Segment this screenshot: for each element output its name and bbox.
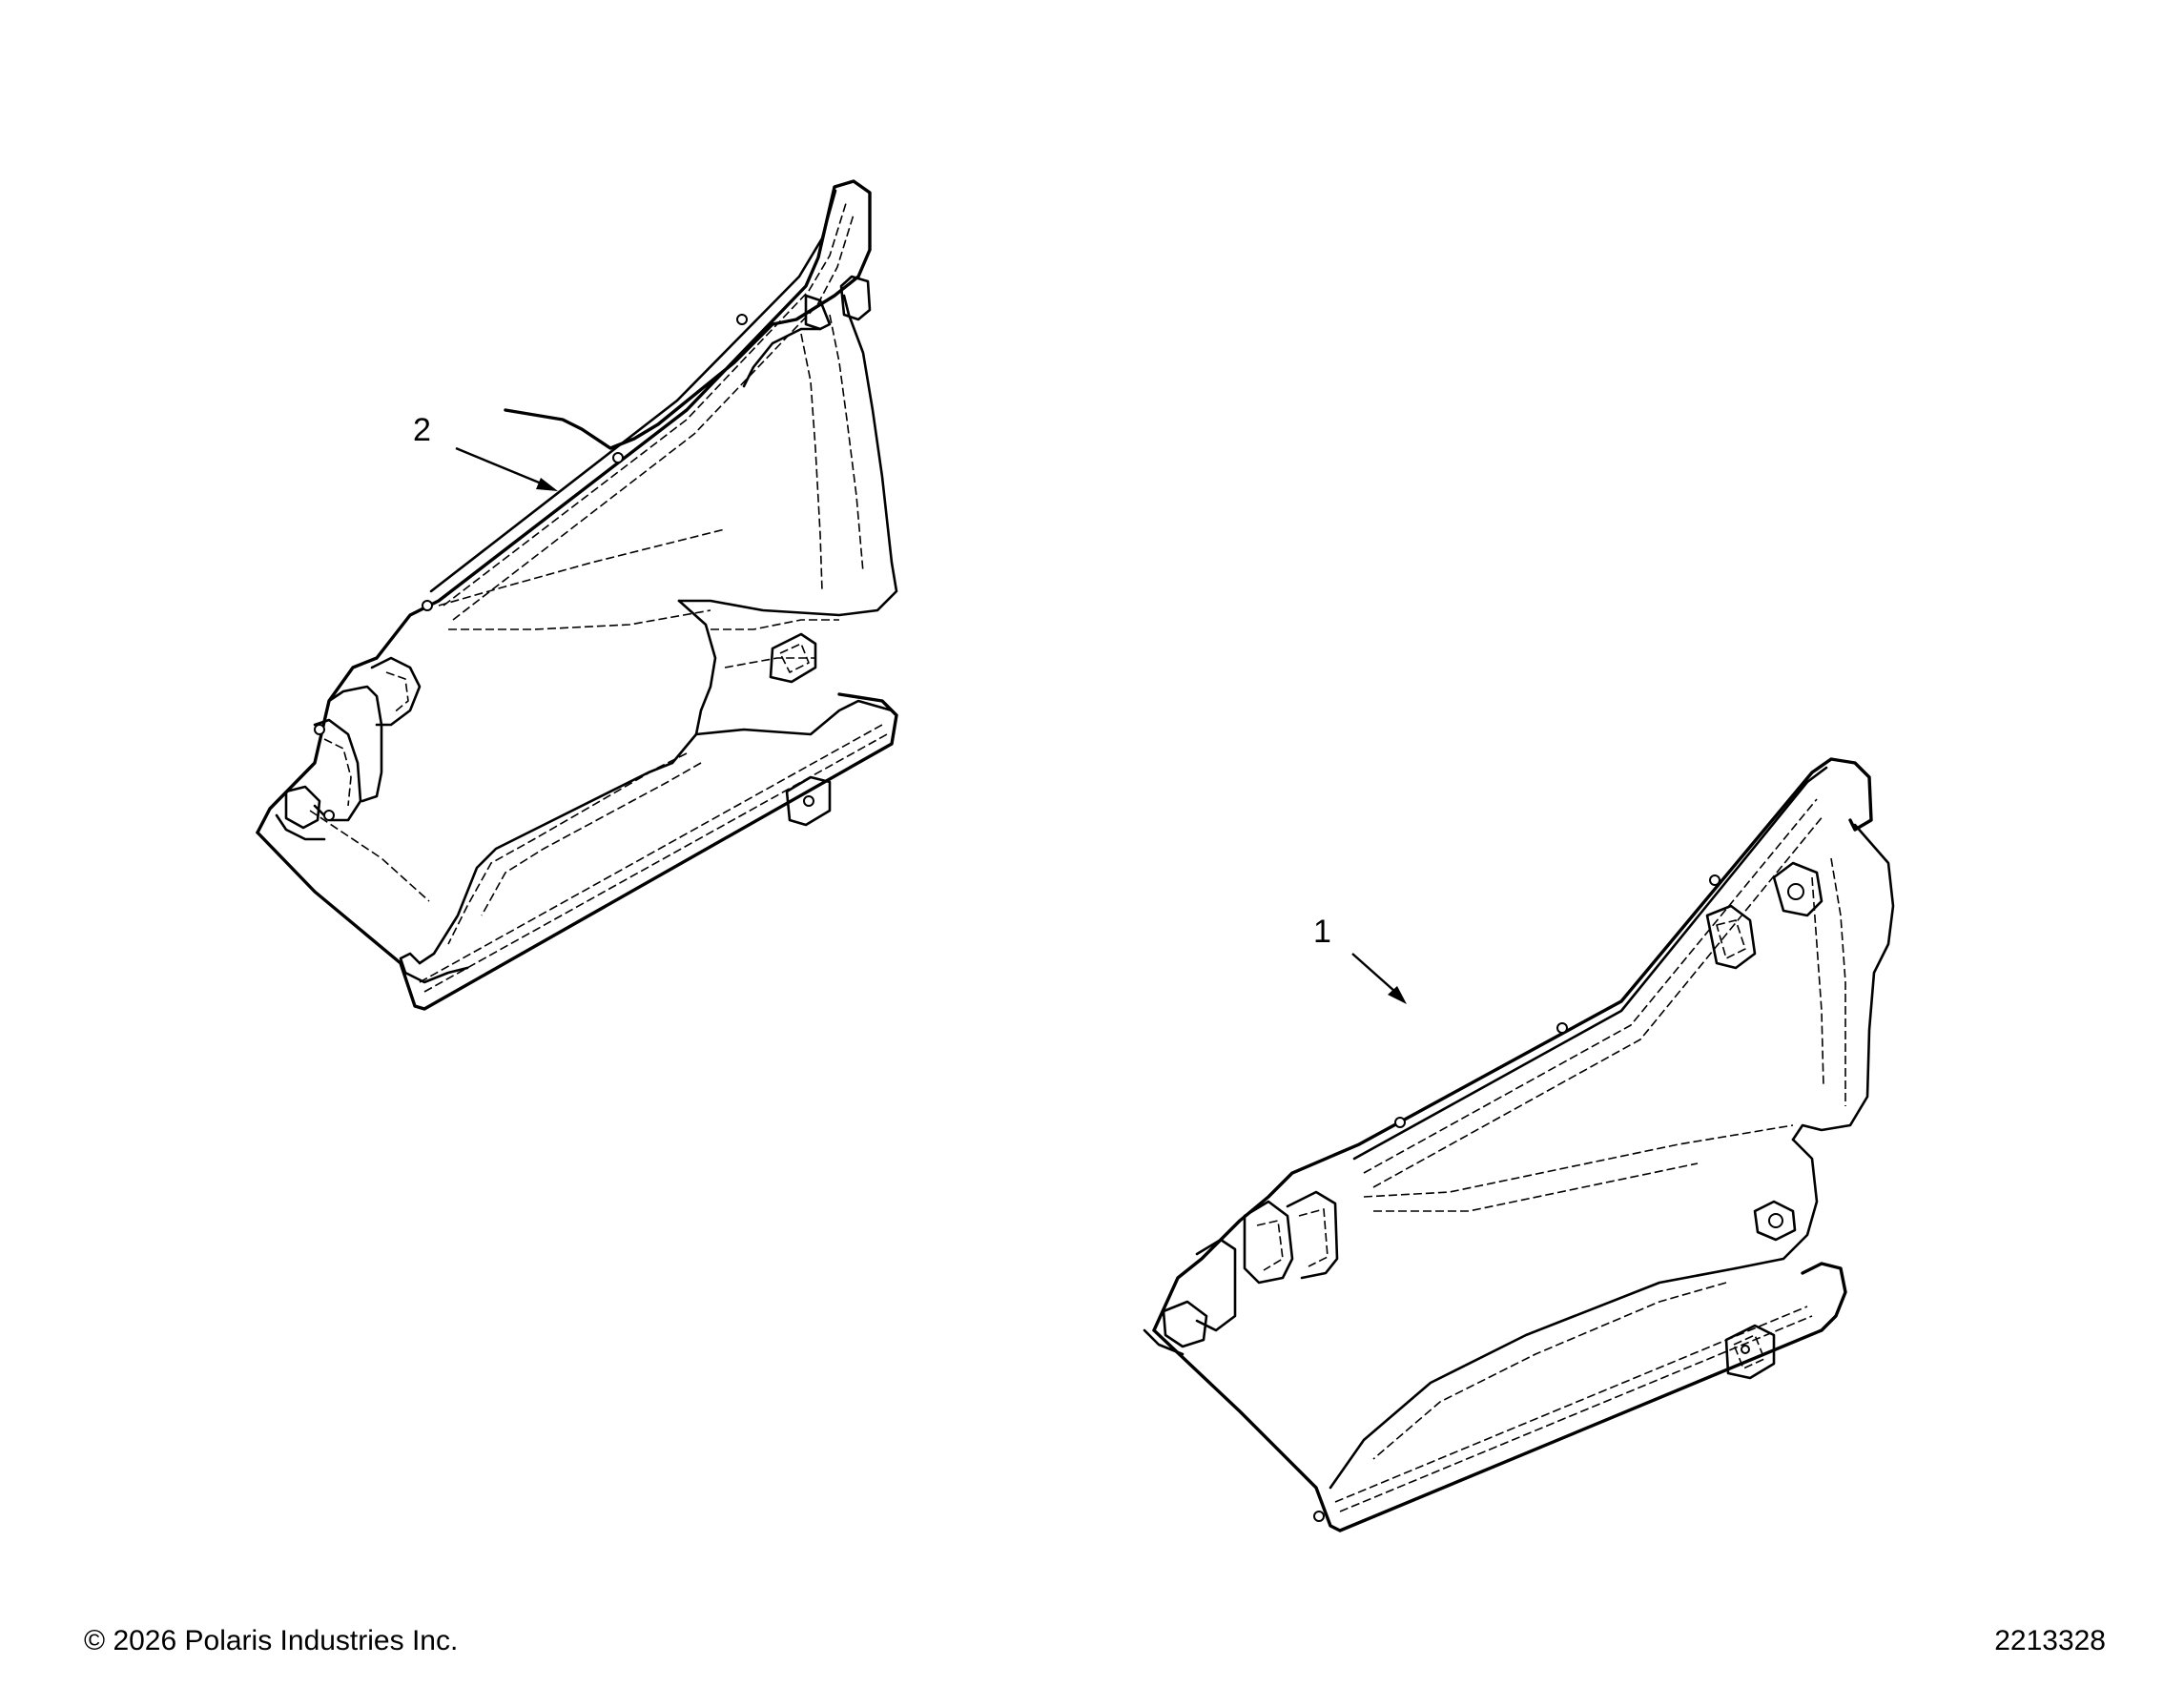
callout-2-leader [455, 446, 545, 486]
callout-2: 2 [413, 412, 558, 491]
callout-1: 1 [1313, 914, 1407, 1004]
drawing-number: 2213328 [1994, 1625, 2106, 1656]
callout-2-label: 2 [413, 412, 431, 448]
callout-2-arrowhead [536, 478, 558, 491]
part-1-door [1143, 757, 1895, 1532]
copyright-text: © 2026 Polaris Industries Inc. [84, 1625, 459, 1656]
part-2-door [256, 179, 898, 1011]
callout-1-label: 1 [1313, 914, 1331, 950]
callout-1-arrowhead [1388, 986, 1407, 1004]
callout-1-leader [1351, 953, 1396, 993]
